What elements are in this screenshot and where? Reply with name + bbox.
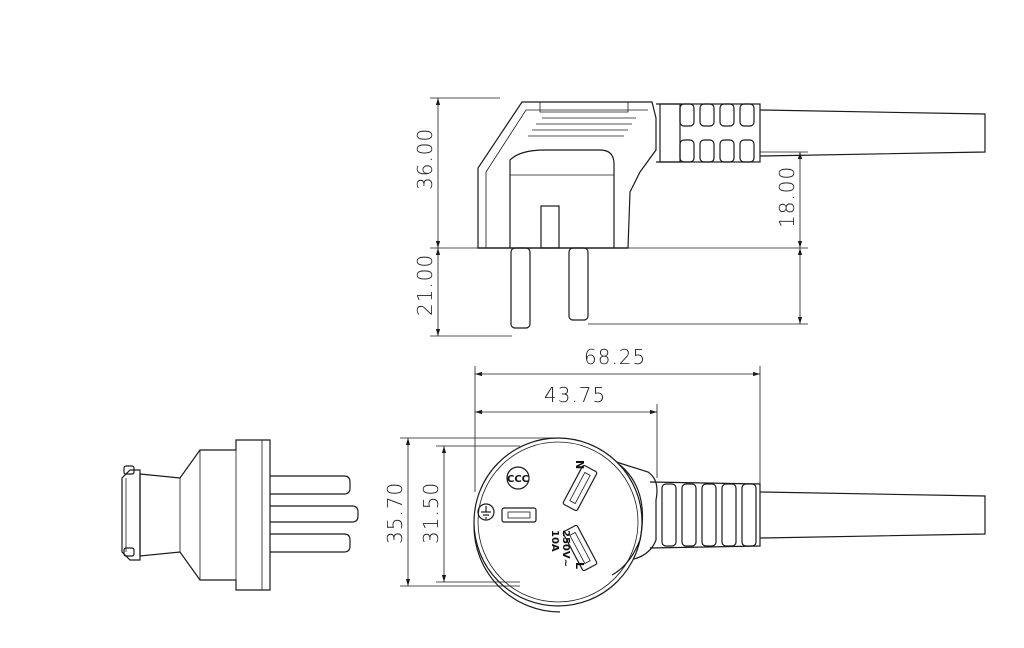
overall-height-label: 36.00 (413, 128, 437, 190)
side-view-dimensions: 36.00 21.00 18.00 (413, 97, 808, 337)
end-view (121, 439, 359, 591)
face-diameter-label: 35.70 (383, 482, 407, 544)
side-view (477, 101, 986, 329)
ccc-mark-icon: CCC (506, 466, 530, 490)
rating-current-label: 10A (549, 530, 560, 552)
pin-length-label: 21.00 (413, 254, 437, 316)
neutral-label: N (573, 460, 586, 469)
svg-text:CCC: CCC (507, 474, 529, 485)
face-view: CCC 10A 250V~ N L (473, 437, 986, 613)
pin-center-height-label: 18.00 (775, 166, 799, 228)
rating-voltage-label: 250V~ (560, 530, 571, 567)
line-label: L (573, 562, 586, 569)
earth-symbol-icon (477, 503, 495, 521)
face-inner-diameter-label: 31.50 (419, 482, 443, 544)
face-view-dimensions: 68.25 43.75 35.70 31.50 (383, 345, 761, 587)
body-length-label: 43.75 (544, 383, 606, 407)
total-length-label: 68.25 (584, 345, 646, 369)
